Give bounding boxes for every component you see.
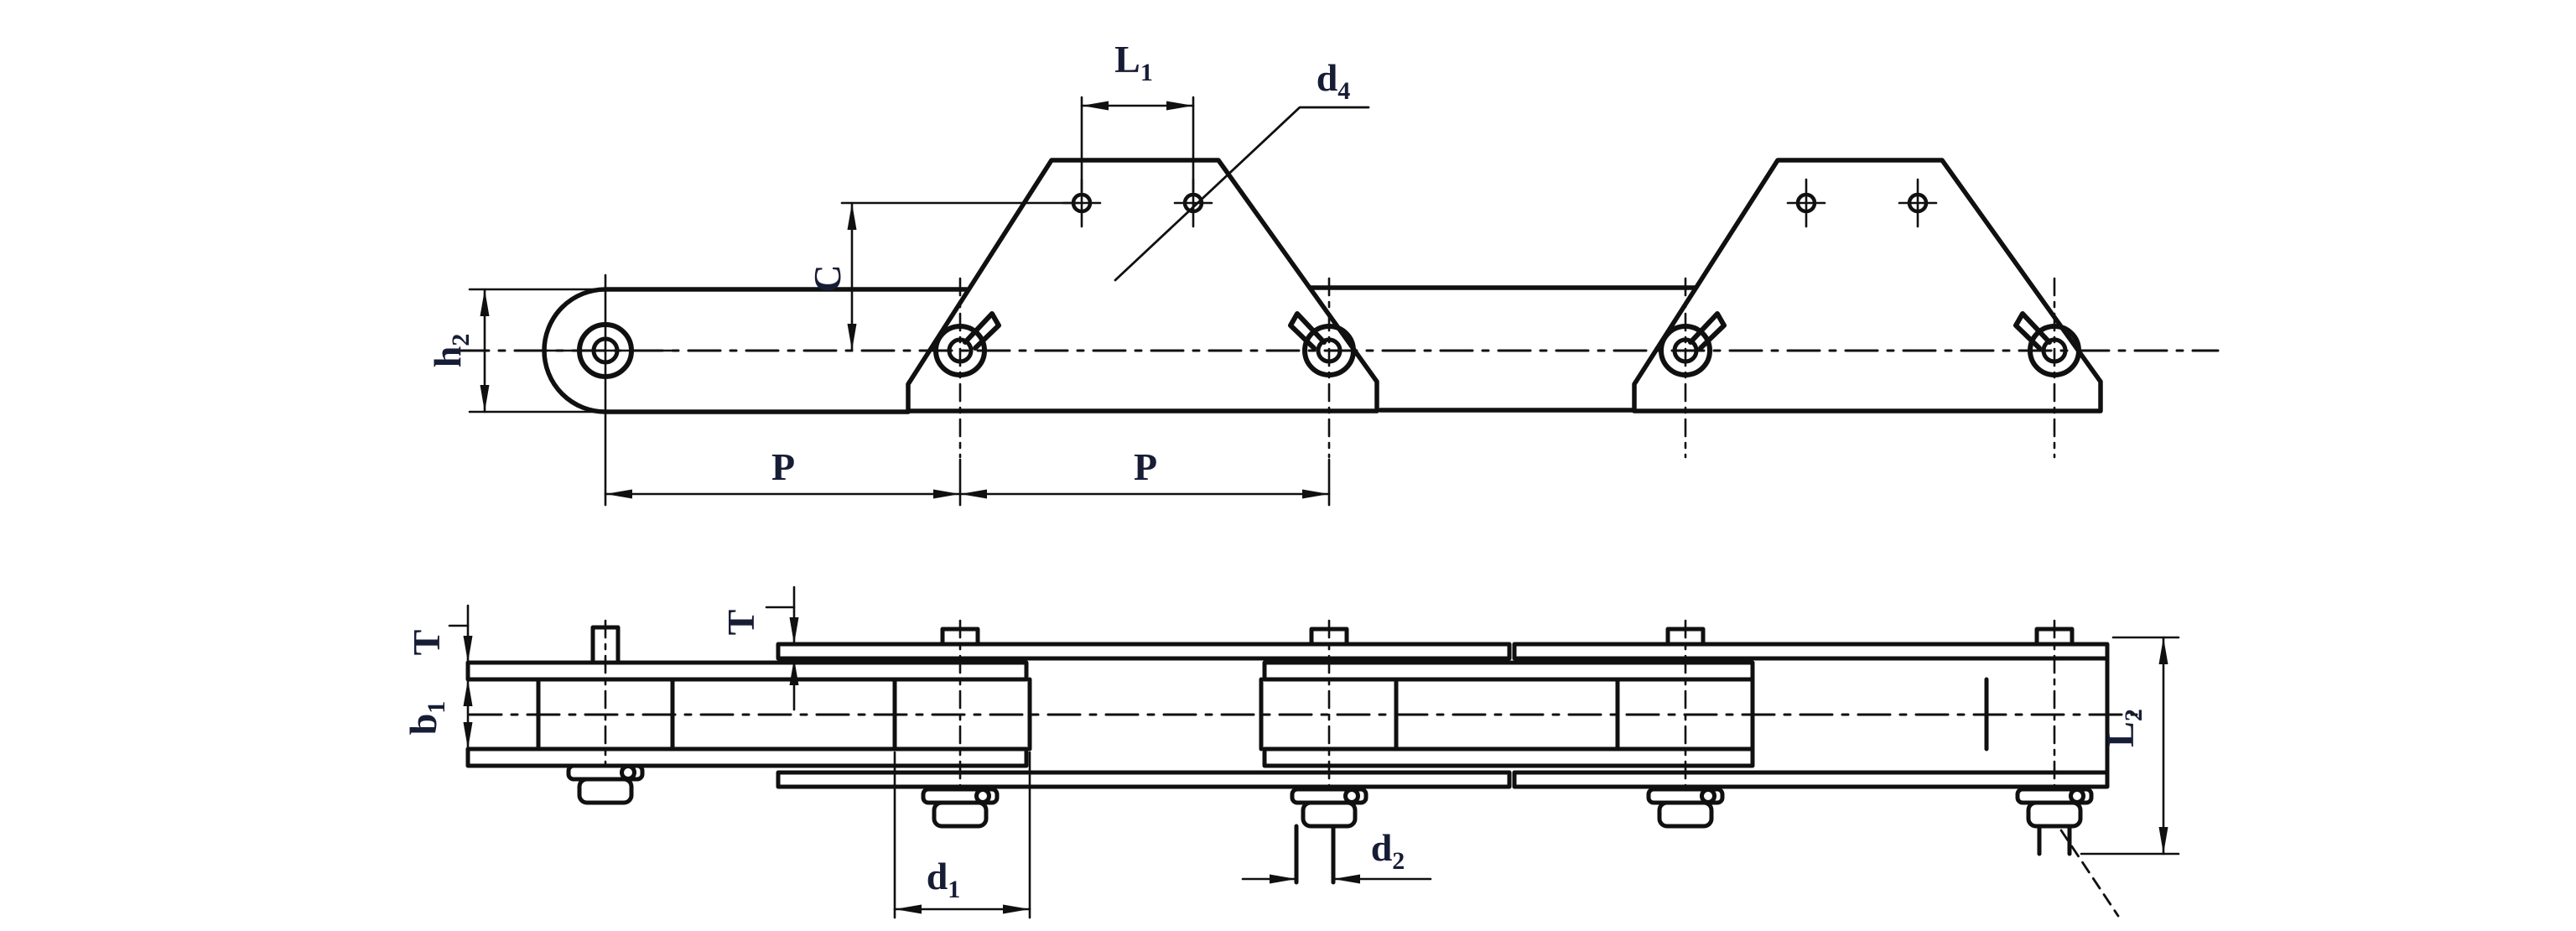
label-h2: h2 bbox=[426, 334, 475, 368]
dim-d1 bbox=[893, 751, 1031, 919]
dim-c bbox=[840, 201, 1080, 352]
label-d2: d2 bbox=[1371, 826, 1405, 875]
end-pin bbox=[542, 273, 673, 507]
inner-plate-strips bbox=[465, 660, 1755, 768]
nut bbox=[2015, 787, 2094, 829]
pin-centerlines bbox=[958, 277, 2056, 459]
dim-l2 bbox=[2080, 636, 2180, 856]
dim-h2 bbox=[468, 288, 609, 413]
extension-lines bbox=[893, 751, 1031, 919]
label-b1: b1 bbox=[402, 701, 450, 736]
pin bbox=[1659, 311, 1727, 377]
leader-line bbox=[1114, 106, 1370, 282]
dim-p bbox=[604, 458, 1331, 507]
bottom-pin-centerlines bbox=[604, 619, 2056, 832]
label-d4: d4 bbox=[1317, 56, 1351, 105]
pin bbox=[2013, 311, 2081, 377]
hole-crosshairs bbox=[1062, 178, 1938, 228]
outer-plate-strips bbox=[776, 642, 2110, 789]
cotter-clip-icon bbox=[963, 311, 1001, 351]
bottom-view bbox=[448, 585, 2180, 919]
cotter-clip-icon bbox=[1688, 311, 1727, 351]
label-t-left: T bbox=[405, 630, 448, 656]
leader-d4 bbox=[1114, 106, 1370, 282]
label-t-mid: T bbox=[719, 610, 762, 636]
extension-lines bbox=[468, 288, 609, 413]
dim-t-left bbox=[448, 604, 473, 664]
top-view bbox=[455, 96, 2220, 507]
nut bbox=[921, 787, 1000, 829]
extension-lines bbox=[1080, 96, 1195, 193]
chain-pins bbox=[933, 277, 2081, 459]
cotter-clip-icon bbox=[2013, 311, 2052, 351]
pin bbox=[1288, 311, 1356, 377]
pin-nuts bbox=[566, 763, 2094, 829]
cotter-pin-leader bbox=[2059, 829, 2120, 918]
label-d1: d1 bbox=[927, 855, 961, 903]
dim-l1 bbox=[1080, 96, 1195, 193]
roller-edges bbox=[536, 677, 1989, 752]
dimension-labels: h2 C L1 d4 P P T b1 T d1 d2 L2 bbox=[402, 38, 2148, 903]
attachment-plate-a bbox=[906, 158, 1379, 413]
attachment-plate-b bbox=[1632, 158, 2103, 413]
label-l1: L1 bbox=[1114, 38, 1153, 86]
cotter-clip-icon bbox=[1288, 311, 1327, 351]
label-p-left: P bbox=[771, 445, 795, 488]
nut bbox=[1290, 787, 1368, 829]
nut bbox=[1646, 787, 1725, 829]
pin-crosshair bbox=[542, 273, 673, 507]
pin3-shaft-extension bbox=[1294, 824, 1336, 885]
label-p-right: P bbox=[1134, 445, 1157, 488]
nut bbox=[566, 763, 645, 805]
label-l2: L2 bbox=[2099, 709, 2148, 747]
attachment-holes bbox=[1062, 178, 1938, 228]
pin5-shaft-extension bbox=[2037, 824, 2072, 856]
dim-t-mid bbox=[765, 585, 799, 711]
label-c: C bbox=[806, 264, 849, 292]
